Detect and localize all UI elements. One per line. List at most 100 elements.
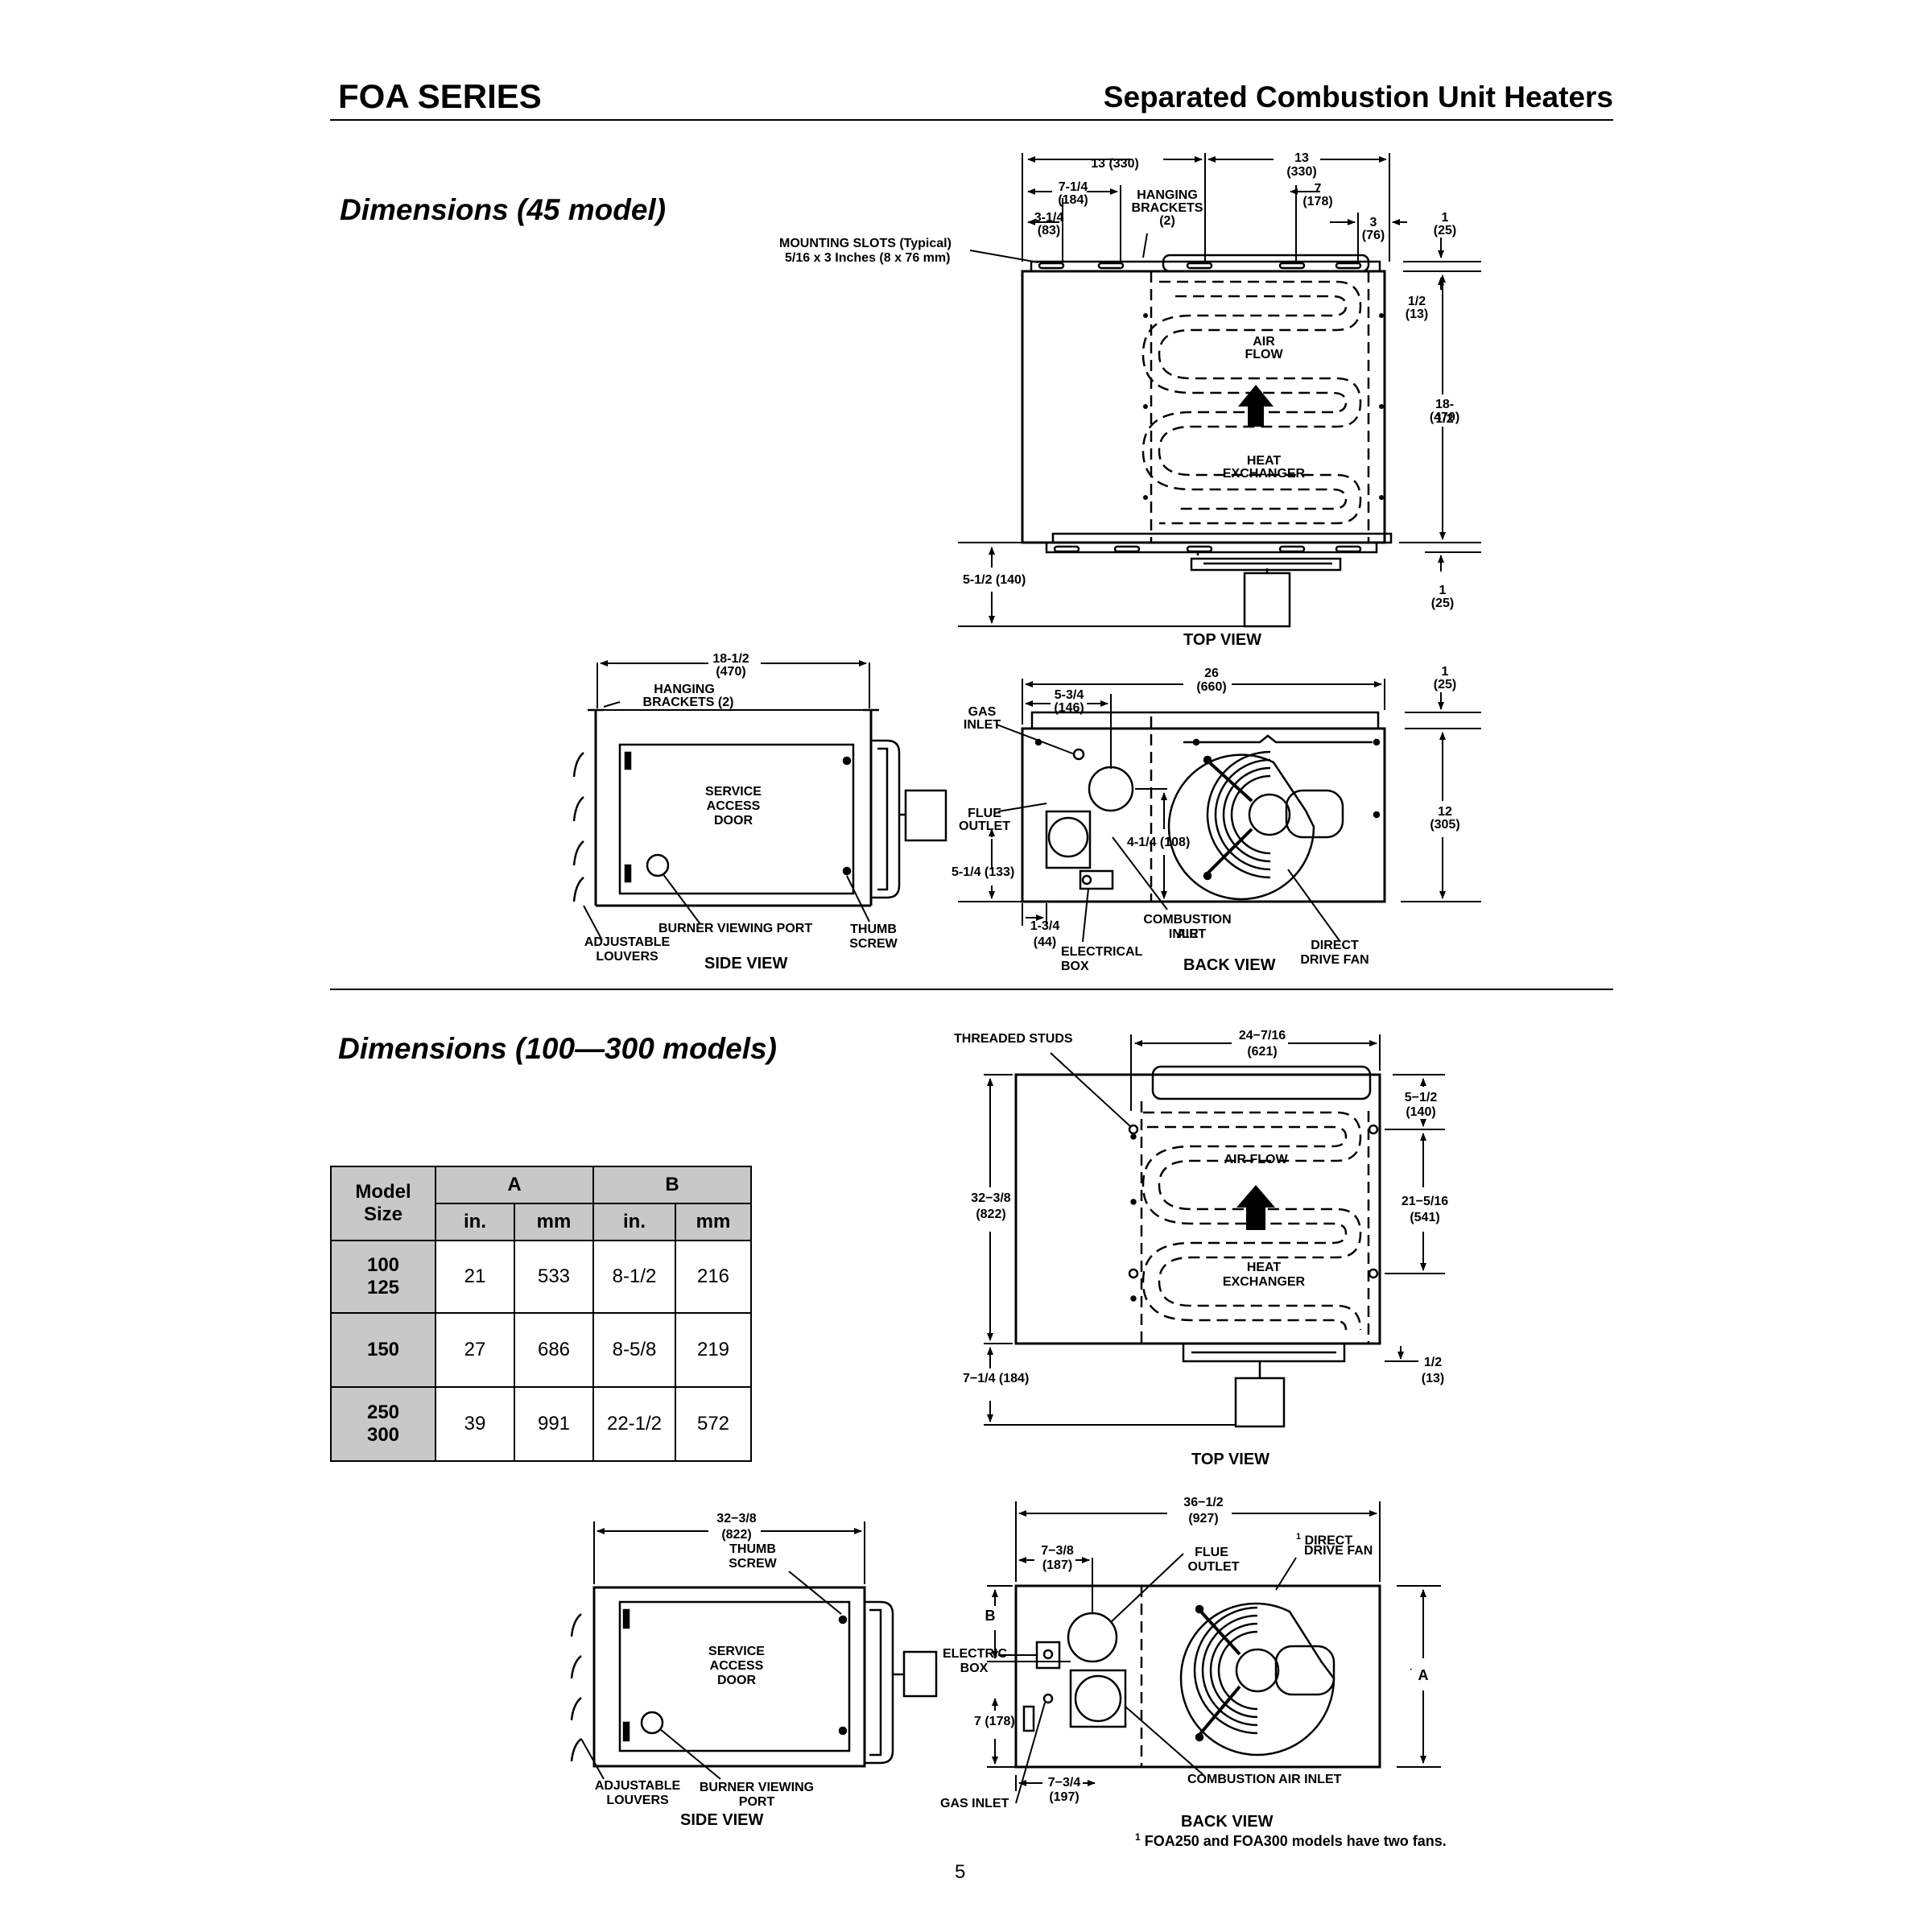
dim-5-1-4: 5-1/4 (133) [952,865,1015,879]
dim-305: (305) [1430,818,1460,832]
section-title-100-300: Dimensions (100—300 models) [338,1032,777,1065]
dim-822-side: (822) [721,1528,752,1542]
side-view-100-title: SIDE VIEW [680,1811,764,1829]
dim-470-side: (470) [716,665,746,679]
dim-18-1-2-side: 18-1/2 [712,652,749,666]
series-title: FOA SERIES [338,77,542,115]
dim-7: 7 [1314,182,1322,196]
footnote: 1 FOA250 and FOA300 models have two fans… [1135,1831,1447,1849]
header-rule [330,119,1613,121]
back-view-100-title: BACK VIEW [1181,1813,1274,1831]
dim-3: 3 [1369,216,1377,229]
label-combustion-inlet: INLET [1168,927,1207,941]
label-direct-drive-b: 1 DIRECT [1296,1532,1353,1548]
dim-822-top: (822) [976,1208,1006,1221]
label-door-b: DOOR [717,1674,756,1687]
dim-7-3-8: 7−3/8 [1041,1544,1074,1558]
label-adjustable-b: ADJUSTABLE [594,1779,681,1793]
label-threaded-studs: THREADED STUDS [954,1032,1073,1046]
label-combustion-air: COMBUSTION AIR [1143,913,1232,941]
dim-146: (146) [1054,701,1084,715]
label-heat: HEAT [1246,454,1282,468]
back-view-45-title: BACK VIEW [1183,956,1276,974]
dim-4-1-4: 4-1/4 (108) [1127,836,1191,849]
table-cell: 39 [435,1386,515,1462]
dim-184: (184) [1058,193,1088,207]
table-cell: 219 [675,1312,752,1388]
label-screw-b: SCREW [729,1557,777,1571]
label-box: BOX [1061,960,1089,973]
label-adjustable: ADJUSTABLE [584,935,671,949]
label-burner-viewing: BURNER VIEWING [699,1781,815,1794]
label-door: DOOR [714,814,753,828]
label-hanging: HANGING [1137,188,1198,202]
dim-25-back: (25) [1433,678,1457,691]
table-cell: 8-5/8 [592,1312,676,1388]
dim-187: (187) [1042,1558,1073,1572]
dim-1-back: 1 [1441,665,1449,679]
label-brackets-side: BRACKETS (2) [642,696,734,709]
dim-5-1-2-b: 5−1/2 [1404,1091,1438,1104]
mounting-slots-45 [1038,262,1362,553]
side-view-100-drawing [570,1586,938,1768]
top-view-45-drawing [1021,254,1393,628]
table-cell: 22-1/2 [592,1386,676,1462]
dim-660: (660) [1196,680,1227,694]
label-electric: ELECTRIC [943,1647,1007,1661]
dim-25-bottom: (25) [1430,597,1455,610]
label-drive-fan: DRIVE FAN [1300,953,1369,967]
dim-927: (927) [1188,1512,1219,1525]
table-cell: 991 [514,1386,594,1462]
dim-13-right: 13 [1294,151,1309,165]
table-cell: 216 [675,1240,752,1314]
label-brackets-count: (2) [1159,214,1175,228]
svg-text:·: · [1409,1662,1413,1676]
label-screw: SCREW [849,937,898,951]
dim-21-5-16: 21−5/16 [1401,1195,1449,1208]
side-view-45-title: SIDE VIEW [704,955,788,972]
table-unit-mm-b: mm [675,1203,752,1241]
top-view-100-drawing [1014,1065,1381,1428]
dim-5-1-2: 5-1/2 (140) [963,573,1026,587]
dim-5-3-4: 5-3/4 [1054,688,1084,702]
label-hanging-side: HANGING [654,683,715,696]
dim-7-178: 7 (178) [974,1715,1015,1728]
dim-1-top: 1 [1441,211,1449,225]
table-cell: 21 [435,1240,515,1314]
dim-44: (44) [1033,935,1057,949]
table-cell: 686 [514,1312,594,1388]
dim-32-3-8-top: 32−3/8 [971,1191,1011,1205]
dim-13-330-left: 13 (330) [1091,157,1139,171]
dim-13-b: (13) [1421,1372,1445,1385]
label-burner-port: BURNER VIEWING PORT [658,922,813,935]
dim-1-3-4: 1-3/4 [1030,919,1060,933]
label-access-b: ACCESS [709,1659,764,1673]
dim-26: 26 [1204,667,1219,680]
dim-32-3-8-side: 32−3/8 [716,1512,757,1525]
document-title: Separated Combustion Unit Heaters [1103,80,1613,114]
label-mounting-slots: MOUNTING SLOTS (Typical) [779,237,952,250]
label-louvers-b: LOUVERS [606,1794,669,1807]
dim-541: (541) [1410,1211,1440,1224]
dim-13mm: (13) [1405,308,1429,321]
label-outlet-b: OUTLET [1187,1560,1240,1574]
label-flue-b: FLUE [1195,1546,1228,1559]
dim-24-7-16: 24−7/16 [1238,1029,1286,1042]
table-cell: 27 [435,1312,515,1388]
table-cell-model: 150 [330,1312,436,1388]
label-box-b: BOX [960,1662,989,1675]
label-direct: DIRECT [1311,939,1359,952]
dim-76: (76) [1361,229,1385,242]
top-view-45-title: TOP VIEW [1183,631,1262,649]
label-drive-fan-b: DRIVE FAN [1304,1544,1373,1558]
back-view-45-drawing [1021,711,1386,903]
label-air-flow: AIR FLOW [1224,1153,1288,1166]
label-air: AIR [1253,335,1275,349]
dim-b: B [985,1608,996,1624]
back-view-100-drawing [1014,1584,1381,1769]
